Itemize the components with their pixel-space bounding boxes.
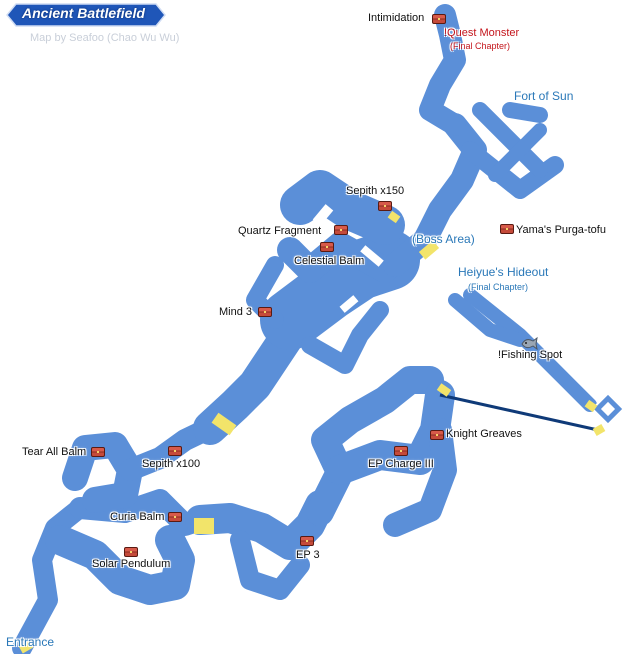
label-knight-greaves: Knight Greaves [446,428,522,440]
label-curia-balm: Curia Balm [110,511,165,523]
label-sepith-150: Sepith x150 [346,185,405,197]
treasure-chest-icon[interactable] [168,446,182,456]
fish-icon[interactable] [520,336,538,350]
corridors [12,4,597,654]
label-quest-monster: !Quest Monster [444,27,520,39]
wall-gaps [312,204,384,313]
title-badge [6,3,166,27]
treasure-chest-icon[interactable] [334,225,348,235]
label-intimidation: Intimidation [368,12,425,24]
treasure-chest-icon[interactable] [432,14,446,24]
label-heiyues-hideout: Heiyue's Hideout [458,265,549,279]
label-ep-charge-iii: EP Charge III [368,458,434,470]
treasure-chest-icon[interactable] [300,536,314,546]
doors [18,210,606,654]
label-entrance: Entrance [6,635,55,649]
label-mind-3: Mind 3 [219,306,253,318]
label-quartz-fragment: Quartz Fragment [238,225,322,237]
treasure-chest-icon[interactable] [320,242,334,252]
label-fishing-spot: !Fishing Spot [498,349,563,361]
treasure-chest-icon[interactable] [124,547,138,557]
treasure-chest-icon[interactable] [430,430,444,440]
map-title: Ancient Battlefield [22,5,145,21]
map-credit: Map by Seafoo (Chao Wu Wu) [30,32,180,44]
label-heiyues-hideout-note: (Final Chapter) [468,282,529,292]
hideout-room [591,392,625,426]
treasure-chest-icon[interactable] [500,224,514,234]
label-ep-3: EP 3 [296,549,320,561]
label-celestial-balm: Celestial Balm [294,255,365,267]
label-solar-pendulum: Solar Pendulum [92,558,171,570]
treasure-chest-icon[interactable] [258,307,272,317]
label-boss-area: (Boss Area) [412,232,475,246]
label-sepith-100: Sepith x100 [142,458,201,470]
treasure-chest-icon[interactable] [394,446,408,456]
treasure-chest-icon[interactable] [91,447,105,457]
teleport-connector [439,393,599,432]
label-fort-of-sun: Fort of Sun [514,89,574,103]
treasure-chest-icon[interactable] [168,512,182,522]
label-yamas-purga-tofu: Yama's Purga-tofu [516,224,606,236]
treasure-chest-icon[interactable] [378,201,392,211]
label-quest-monster-note: (Final Chapter) [450,41,511,51]
label-tear-all-balm: Tear All Balm [22,446,87,458]
